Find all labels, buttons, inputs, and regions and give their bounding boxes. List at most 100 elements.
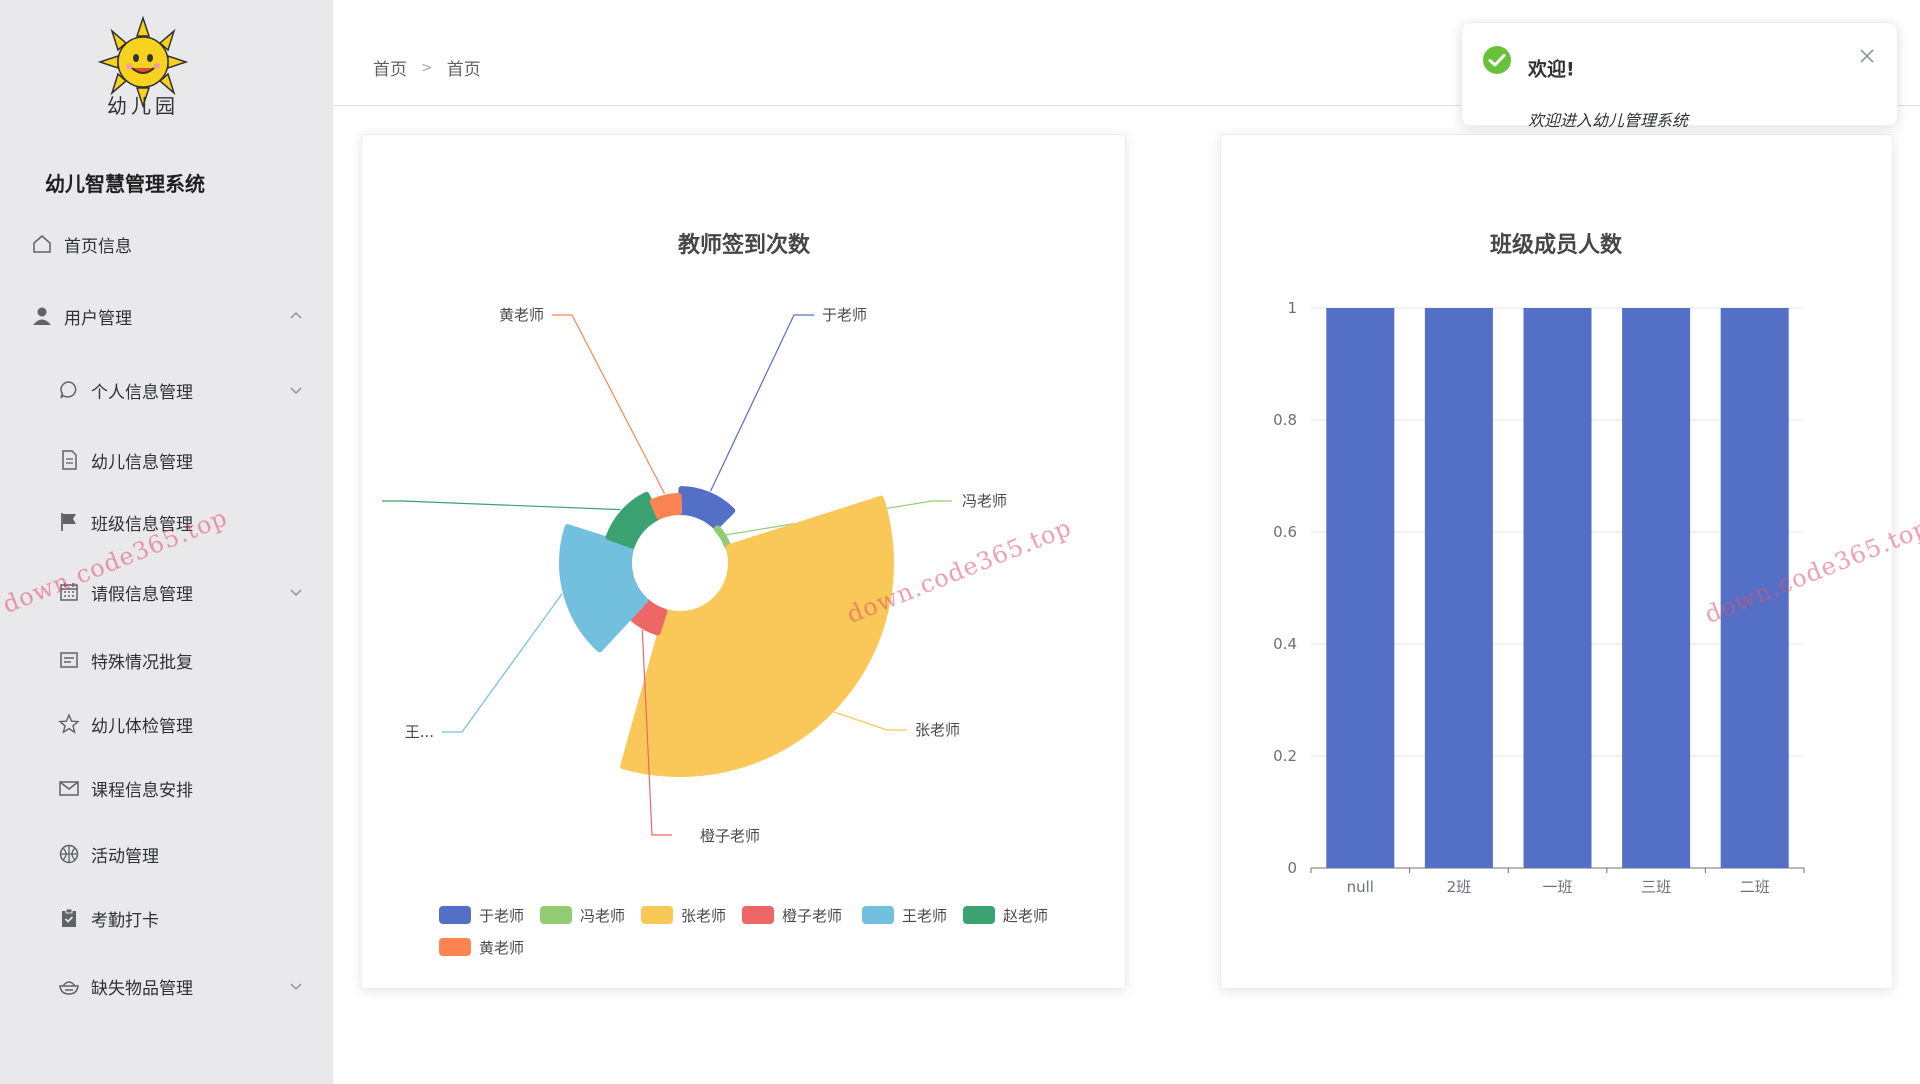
breadcrumb-item-home[interactable]: 首页: [373, 60, 407, 80]
system-title: 幼儿智慧管理系统: [45, 172, 205, 196]
notification-message: 欢迎进入幼儿管理系统: [1528, 111, 1689, 130]
close-icon[interactable]: [1858, 47, 1876, 65]
slice-leader-line: [834, 711, 907, 731]
chart-title: 教师签到次数: [678, 232, 811, 258]
sidebar-item-label: 个人信息管理: [91, 382, 193, 403]
rose-slice[interactable]: [620, 495, 894, 777]
slice-leader-line: [442, 593, 563, 733]
chevron-up-icon[interactable]: [288, 308, 304, 324]
slice-leader-line: [382, 500, 621, 511]
sidebar-item-label: 用户管理: [64, 308, 132, 329]
sidebar-item-flag[interactable]: 班级信息管理: [0, 502, 333, 542]
x-tick-label: 三班: [1641, 878, 1671, 896]
legend-swatch[interactable]: [641, 906, 673, 924]
sidebar-item-label: 请假信息管理: [91, 584, 193, 605]
sidebar-item-message-box[interactable]: 特殊情况批复: [0, 640, 333, 680]
slice-label: 张老师: [915, 721, 960, 739]
success-check-icon: [1483, 46, 1511, 74]
calendar-icon: [57, 580, 81, 604]
chart-title: 班级成员人数: [1490, 232, 1623, 258]
teacher-checkin-rose-chart: 教师签到次数于老师冯老师张老师橙子老师王...黄老师于老师冯老师张老师橙子老师王…: [382, 232, 1048, 957]
sidebar-item-label: 班级信息管理: [91, 514, 193, 535]
home-icon: [30, 232, 54, 256]
mail-icon: [57, 776, 81, 800]
rose-slice[interactable]: [559, 524, 649, 653]
legend-swatch[interactable]: [742, 906, 774, 924]
legend-label[interactable]: 于老师: [479, 907, 524, 925]
y-tick-label: 0.2: [1273, 747, 1297, 765]
x-tick-label: null: [1347, 878, 1374, 896]
rose-slice[interactable]: [713, 525, 731, 549]
breadcrumb-item-current: 首页: [446, 60, 481, 80]
sidebar-item-clipboard-check[interactable]: 考勤打卡: [0, 898, 333, 938]
teacher-checkin-card: 教师签到次数于老师冯老师张老师橙子老师王...黄老师于老师冯老师张老师橙子老师王…: [361, 134, 1126, 989]
sidebar-item-calendar[interactable]: 请假信息管理: [0, 572, 333, 612]
message-box-icon: [57, 648, 81, 672]
legend-swatch[interactable]: [439, 938, 471, 956]
chevron-down-icon[interactable]: [288, 584, 304, 600]
chevron-down-icon[interactable]: [288, 978, 304, 994]
legend-swatch[interactable]: [862, 906, 894, 924]
sidebar-item-label: 首页信息: [64, 236, 132, 257]
slice-label: 黄老师: [499, 306, 544, 324]
legend-swatch[interactable]: [963, 906, 995, 924]
slice-label: 王...: [405, 723, 434, 741]
document-icon: [57, 448, 81, 472]
legend-label[interactable]: 张老师: [681, 907, 726, 925]
bar[interactable]: [1622, 308, 1691, 868]
kindergarten-logo: 幼儿园: [90, 14, 196, 126]
sidebar: 幼儿园 幼儿智慧管理系统 首页信息用户管理个人信息管理幼儿信息管理班级信息管理请…: [0, 0, 333, 1084]
slice-label: 于老师: [822, 306, 867, 324]
user-icon: [30, 304, 54, 328]
legend-swatch[interactable]: [439, 906, 471, 924]
sidebar-item-bowl[interactable]: 缺失物品管理: [0, 966, 333, 1006]
flag-icon: [57, 510, 81, 534]
sidebar-item-chat-bubble[interactable]: 个人信息管理: [0, 370, 333, 410]
chat-bubble-icon: [57, 378, 81, 402]
slice-label: 橙子老师: [700, 827, 760, 845]
notification-title: 欢迎!: [1528, 58, 1575, 81]
legend-label[interactable]: 冯老师: [580, 907, 625, 925]
y-tick-label: 1: [1287, 299, 1297, 317]
sidebar-item-label: 考勤打卡: [91, 910, 159, 931]
sidebar-item-star[interactable]: 幼儿体检管理: [0, 704, 333, 744]
slice-leader-line: [641, 630, 672, 836]
sidebar-item-label: 缺失物品管理: [91, 978, 193, 999]
slice-leader-line: [552, 314, 666, 494]
legend-label[interactable]: 王老师: [902, 907, 947, 925]
rose-slice[interactable]: [649, 493, 683, 520]
sidebar-item-basketball[interactable]: 活动管理: [0, 834, 333, 874]
sidebar-item-home[interactable]: 首页信息: [0, 224, 333, 264]
x-tick-label: 2班: [1447, 878, 1472, 896]
sidebar-item-label: 特殊情况批复: [91, 652, 193, 673]
slice-leader-line: [709, 314, 814, 492]
rose-slice[interactable]: [677, 486, 736, 530]
logo-text: 幼儿园: [107, 94, 179, 118]
legend-label[interactable]: 赵老师: [1003, 907, 1048, 925]
y-tick-label: 0.6: [1273, 523, 1297, 541]
sidebar-item-label: 课程信息安排: [91, 780, 193, 801]
sidebar-item-mail[interactable]: 课程信息安排: [0, 768, 333, 808]
breadcrumb-separator-icon: >: [421, 59, 433, 76]
x-tick-label: 二班: [1740, 878, 1770, 896]
legend-swatch[interactable]: [540, 906, 572, 924]
sidebar-item-label: 幼儿信息管理: [91, 452, 193, 473]
slice-label: 冯老师: [962, 492, 1007, 510]
sidebar-item-document[interactable]: 幼儿信息管理: [0, 440, 333, 480]
bar[interactable]: [1720, 308, 1789, 868]
bar[interactable]: [1424, 308, 1493, 868]
chevron-down-icon[interactable]: [288, 382, 304, 398]
bar[interactable]: [1523, 308, 1592, 868]
sidebar-item-user[interactable]: 用户管理: [0, 296, 333, 336]
bar[interactable]: [1326, 308, 1395, 868]
breadcrumb: 首页 > 首页: [373, 55, 481, 81]
legend-label[interactable]: 橙子老师: [782, 907, 842, 925]
rose-slice[interactable]: [605, 491, 661, 549]
legend-label[interactable]: 黄老师: [479, 939, 524, 957]
y-tick-label: 0.4: [1273, 635, 1297, 653]
y-tick-label: 0.8: [1273, 411, 1297, 429]
welcome-notification: 欢迎! 欢迎进入幼儿管理系统: [1461, 22, 1898, 130]
